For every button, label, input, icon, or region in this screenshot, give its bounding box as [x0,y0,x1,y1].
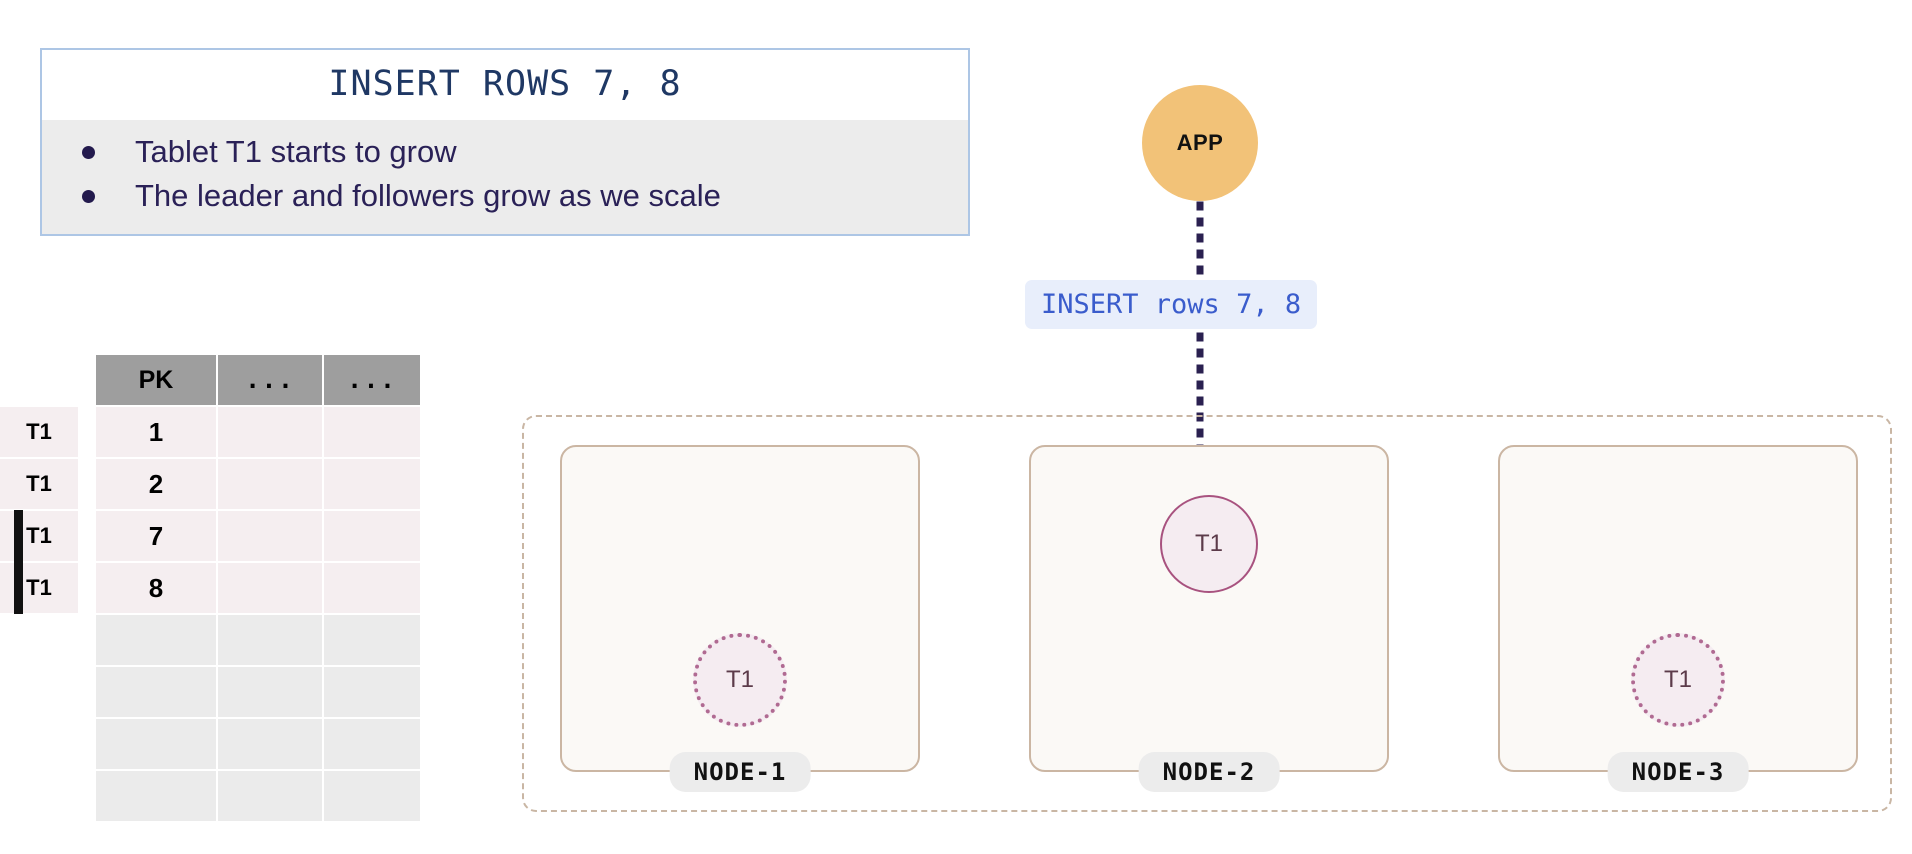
cell-pk: 1 [96,407,216,457]
cell-pk [96,771,216,821]
cluster-boundary: T1 NODE-1 T1 NODE-2 T1 NODE-3 [522,415,1892,812]
cell-pk [96,667,216,717]
cell-pk [96,719,216,769]
tablet-label: T1 [1194,530,1223,557]
bullet-text: The leader and followers grow as we scal… [135,178,721,213]
app-label: APP [1176,130,1224,155]
cell-col3 [324,615,420,665]
bullet-dot-icon [82,145,95,159]
node-card-node-1[interactable]: T1 NODE-1 [560,445,920,792]
bullet-text: Tablet T1 starts to grow [135,134,457,169]
table-row-empty [0,719,440,769]
cell-col3 [324,667,420,717]
callout-title: INSERT ROWS 7, 8 [42,50,968,120]
node-name-label: NODE-1 [669,752,811,792]
query-text: INSERT rows 7, 8 [1041,289,1302,320]
tag-cell [0,719,78,769]
tag-cell [0,615,78,665]
table-row: T1 2 [0,459,440,509]
cell-col3 [324,459,420,509]
cell-col2 [218,407,322,457]
callout-box: INSERT ROWS 7, 8 Tablet T1 starts to gro… [40,48,970,236]
tablet-leader-node-2[interactable]: T1 [1160,495,1258,593]
tag-cell: T1 [0,510,78,562]
cell-col2 [218,459,322,509]
new-row-marker-icon [14,562,23,614]
cell-col2 [218,771,322,821]
cell-col2 [218,511,322,561]
node-card-node-2[interactable]: T1 NODE-2 [1029,445,1389,792]
column-header-pk: PK [96,355,216,405]
tag-cell [0,667,78,717]
table-row: T1 1 [0,407,440,457]
bullet-item: The leader and followers grow as we scal… [42,174,968,218]
cell-col3 [324,719,420,769]
cell-pk: 8 [96,563,216,613]
table-row-empty [0,615,440,665]
cell-col3 [324,407,420,457]
tablet-tag: T1 [26,523,52,548]
cell-col3 [324,511,420,561]
tablet-tag: T1 [26,575,52,600]
app-node[interactable]: APP [1142,85,1258,201]
cell-pk: 2 [96,459,216,509]
node-card-node-3[interactable]: T1 NODE-3 [1498,445,1858,792]
new-row-marker-icon [14,510,23,562]
cell-col2 [218,719,322,769]
column-header-col2: ... [218,355,322,405]
bullet-dot-icon [82,189,95,203]
callout-body: Tablet T1 starts to grow The leader and … [42,120,968,234]
tag-cell: T1 [0,459,78,509]
tag-cell: T1 [0,562,78,614]
tag-cell [0,355,78,405]
cell-pk: 7 [96,511,216,561]
tablet-follower-node-1[interactable]: T1 [693,633,787,727]
tag-cell [0,771,78,821]
cell-col2 [218,563,322,613]
query-label: INSERT rows 7, 8 [1025,280,1318,329]
cell-col3 [324,771,420,821]
table-row: T1 7 [0,510,440,562]
table-row-empty [0,667,440,717]
cell-pk [96,615,216,665]
node-name-label: NODE-2 [1138,752,1280,792]
bullet-item: Tablet T1 starts to grow [42,130,968,174]
tablet-label: T1 [1663,666,1692,693]
rows-table: PK ... ... T1 1 T1 2 T1 7 [0,355,440,823]
table-row-empty [0,771,440,821]
cell-col2 [218,667,322,717]
cell-col3 [324,563,420,613]
node-name-label: NODE-3 [1607,752,1749,792]
table-header-row: PK ... ... [0,355,440,405]
cell-col2 [218,615,322,665]
table-row: T1 8 [0,562,440,614]
tablet-tag: T1 [26,471,52,496]
tag-cell: T1 [0,407,78,457]
column-header-col3: ... [324,355,420,405]
tablet-follower-node-3[interactable]: T1 [1631,633,1725,727]
tablet-label: T1 [725,666,754,693]
tablet-tag: T1 [26,419,52,444]
